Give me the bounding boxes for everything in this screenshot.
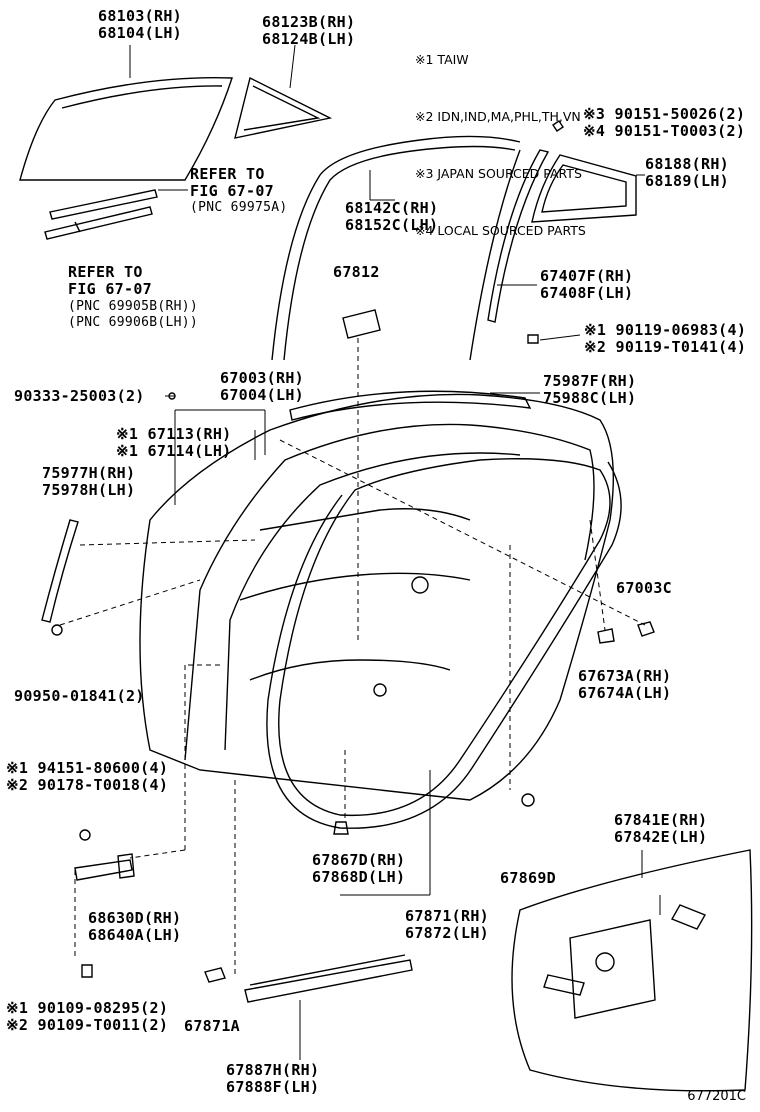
door-opening-weatherstrip: [278, 458, 611, 817]
screw-top: [552, 120, 564, 132]
label-94151: ※1 94151-80600(4) ※2 90178-T0018(4): [6, 759, 169, 794]
clip-90950: [51, 624, 63, 636]
label-90151: ※3 90151-50026(2) ※4 90151-T0003(2): [583, 105, 746, 140]
door-outer-panel: [139, 393, 615, 801]
label-68630d: 68630D(RH) 68640A(LH): [88, 909, 182, 944]
label-67869d: 67869D: [500, 869, 556, 887]
label-67673a: 67673A(RH) 67674A(LH): [578, 667, 672, 702]
clip-67003c: [637, 621, 655, 637]
label-refer-to-1: REFER TO FIG 67-07: [190, 165, 274, 200]
label-67867d: 67867D(RH) 67868D(LH): [312, 851, 406, 886]
label-67113: ※1 67113(RH) ※1 67114(LH): [116, 425, 232, 460]
notes-legend: ※1 TAIW ※2 IDN,IND,MA,PHL,TH,VN ※3 JAPAN…: [415, 12, 586, 259]
rocker-moulding: [244, 959, 413, 1003]
screw-lower: [527, 334, 539, 344]
label-75987f: 75987F(RH) 75988C(LH): [543, 372, 637, 407]
label-67871: 67871(RH) 67872(LH): [405, 907, 489, 942]
label-67841e: 67841E(RH) 67842E(LH): [614, 811, 708, 846]
label-67871a: 67871A: [184, 1017, 240, 1035]
door-check: [74, 859, 133, 881]
label-refer-to-1-pnc: (PNC 69975A): [190, 200, 288, 215]
cap-67673: [597, 628, 615, 644]
division-bar: [487, 149, 550, 323]
note-line-1: ※1 TAIW: [415, 52, 469, 67]
label-68142c: 68142C(RH) 68152C(LH): [345, 199, 439, 234]
note-line-2: ※2 IDN,IND,MA,PHL,TH,VN: [415, 109, 581, 124]
label-68103: 68103(RH) 68104(LH): [98, 7, 182, 42]
label-90333: 90333-25003(2): [14, 387, 145, 405]
belt-moulding-inner: [44, 206, 153, 240]
door-frame-moulding: [271, 135, 521, 361]
service-hole-cover: [511, 849, 753, 1092]
clip-67871a: [204, 967, 226, 983]
label-75977h: 75977H(RH) 75978H(LH): [42, 464, 136, 499]
door-glass: [19, 77, 233, 181]
label-68123b: 68123B(RH) 68124B(LH): [262, 13, 356, 48]
quarter-window-glass: [234, 76, 333, 139]
silencer-pad: [342, 309, 381, 339]
figure-code: 677201C: [687, 1089, 746, 1104]
label-67003: 67003(RH) 67004(LH): [220, 369, 304, 404]
label-67003c: 67003C: [616, 579, 672, 597]
label-67887h: 67887H(RH) 67888F(LH): [226, 1061, 320, 1096]
label-90119: ※1 90119-06983(4) ※2 90119-T0141(4): [584, 321, 747, 356]
label-67812: 67812: [333, 263, 380, 281]
clip-67869: [521, 793, 535, 807]
note-line-3: ※3 JAPAN SOURCED PARTS: [415, 166, 582, 181]
label-refer-to-2: REFER TO FIG 67-07: [68, 263, 152, 298]
quarter-window-frame: [531, 154, 637, 223]
label-90109: ※1 90109-08295(2) ※2 90109-T0011(2): [6, 999, 169, 1034]
front-sash: [41, 519, 79, 623]
label-68188: 68188(RH) 68189(LH): [645, 155, 729, 190]
weatherstrip-upper: [289, 390, 532, 421]
label-67407f: 67407F(RH) 67408F(LH): [540, 267, 634, 302]
belt-moulding-outer: [49, 189, 158, 220]
clip-67867: [333, 821, 349, 835]
label-refer-to-2-pnc: (PNC 69905B(RH)) (PNC 69906B(LH)): [68, 299, 199, 330]
note-line-4: ※4 LOCAL SOURCED PARTS: [415, 223, 586, 238]
label-90950: 90950-01841(2): [14, 687, 145, 705]
